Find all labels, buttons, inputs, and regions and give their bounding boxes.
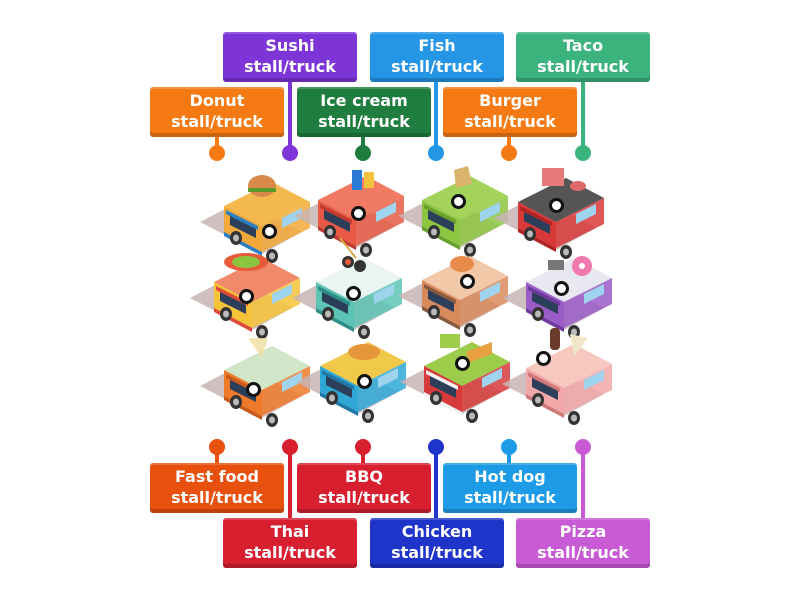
- pin-dot-pizza[interactable]: [575, 439, 591, 455]
- label-text-line1: Burger: [479, 91, 541, 110]
- pin-dot-burger[interactable]: [501, 145, 517, 161]
- label-text-line2: stall/truck: [464, 488, 556, 507]
- pin-stem: [581, 447, 585, 518]
- label-text-line1: Fish: [418, 36, 456, 55]
- pin-stem: [507, 447, 511, 463]
- drop-marker-chicken-truck[interactable]: [460, 274, 475, 289]
- taco-truck: [398, 166, 508, 257]
- pin-stem: [288, 82, 292, 152]
- pin-stem: [434, 82, 438, 152]
- label-fish[interactable]: Fish stall/truck: [370, 32, 504, 82]
- hot-dog-truck: [190, 253, 300, 339]
- label-text-line1: Fast food: [175, 467, 259, 486]
- label-text-line2: stall/truck: [464, 112, 556, 131]
- pin-stem: [581, 82, 585, 152]
- pin-dot-fast-food[interactable]: [209, 439, 225, 455]
- pin-dot-fish[interactable]: [428, 145, 444, 161]
- pin-dot-thai[interactable]: [282, 439, 298, 455]
- label-text-line1: Taco: [562, 36, 604, 55]
- ice-cream-truck: [502, 328, 612, 425]
- label-text-line1: Hot dog: [474, 467, 546, 486]
- label-taco[interactable]: Taco stall/truck: [516, 32, 650, 82]
- label-text-line2: stall/truck: [318, 488, 410, 507]
- drop-marker-ice-cream-truck[interactable]: [536, 351, 551, 366]
- label-text-line1: Thai: [270, 522, 310, 541]
- label-text-line1: Pizza: [559, 522, 607, 541]
- label-text-line1: Chicken: [401, 522, 473, 541]
- label-ice-cream[interactable]: Ice cream stall/truck: [297, 87, 431, 137]
- label-text-line2: stall/truck: [171, 488, 263, 507]
- pizza-truck: [400, 334, 510, 423]
- label-text-line1: BBQ: [345, 467, 383, 486]
- label-text-line1: Donut: [189, 91, 245, 110]
- label-pizza[interactable]: Pizza stall/truck: [516, 518, 650, 568]
- label-text-line2: stall/truck: [171, 112, 263, 131]
- drop-marker-bbq-truck[interactable]: [549, 198, 564, 213]
- pin-dot-bbq[interactable]: [355, 439, 371, 455]
- pin-stem: [434, 447, 438, 518]
- label-thai[interactable]: Thai stall/truck: [223, 518, 357, 568]
- label-bbq[interactable]: BBQ stall/truck: [297, 463, 431, 513]
- label-text-line2: stall/truck: [537, 57, 629, 76]
- label-sushi[interactable]: Sushi stall/truck: [223, 32, 357, 82]
- drop-marker-thai-truck[interactable]: [246, 382, 261, 397]
- label-text-line2: stall/truck: [391, 57, 483, 76]
- pin-stem: [288, 447, 292, 518]
- donut-truck: [502, 256, 612, 339]
- sushi-truck: [292, 237, 402, 339]
- pin-stem: [215, 137, 219, 152]
- pin-stem: [361, 137, 365, 152]
- pin-dot-chicken[interactable]: [428, 439, 444, 455]
- thai-truck: [200, 338, 310, 427]
- bbq-truck: [494, 168, 604, 259]
- drop-marker-fast-food-truck[interactable]: [351, 206, 366, 221]
- fish-truck: [296, 342, 406, 423]
- label-chicken[interactable]: Chicken stall/truck: [370, 518, 504, 568]
- pin-dot-hot-dog[interactable]: [501, 439, 517, 455]
- label-burger[interactable]: Burger stall/truck: [443, 87, 577, 137]
- pin-dot-taco[interactable]: [575, 145, 591, 161]
- drop-marker-taco-truck[interactable]: [451, 194, 466, 209]
- label-fast-food[interactable]: Fast food stall/truck: [150, 463, 284, 513]
- pin-stem: [361, 447, 365, 463]
- label-text-line2: stall/truck: [391, 543, 483, 562]
- label-text-line1: Sushi: [265, 36, 315, 55]
- drop-marker-pizza-truck[interactable]: [455, 356, 470, 371]
- drop-marker-fish-truck[interactable]: [357, 374, 372, 389]
- pin-dot-donut[interactable]: [209, 145, 225, 161]
- fast-food-truck: [294, 170, 404, 257]
- drop-marker-hot-dog-truck[interactable]: [239, 289, 254, 304]
- label-hot-dog[interactable]: Hot dog stall/truck: [443, 463, 577, 513]
- label-text-line2: stall/truck: [537, 543, 629, 562]
- label-text-line2: stall/truck: [244, 543, 336, 562]
- burger-truck: [200, 175, 310, 263]
- drop-marker-burger-truck[interactable]: [262, 224, 277, 239]
- pin-dot-ice-cream[interactable]: [355, 145, 371, 161]
- label-text-line2: stall/truck: [318, 112, 410, 131]
- label-donut[interactable]: Donut stall/truck: [150, 87, 284, 137]
- pin-stem: [507, 137, 511, 152]
- pin-stem: [215, 447, 219, 463]
- pin-dot-sushi[interactable]: [282, 145, 298, 161]
- chicken-truck: [398, 256, 508, 337]
- drop-marker-donut-truck[interactable]: [554, 281, 569, 296]
- drop-marker-sushi-truck[interactable]: [346, 286, 361, 301]
- label-text-line1: Ice cream: [320, 91, 408, 110]
- label-text-line2: stall/truck: [244, 57, 336, 76]
